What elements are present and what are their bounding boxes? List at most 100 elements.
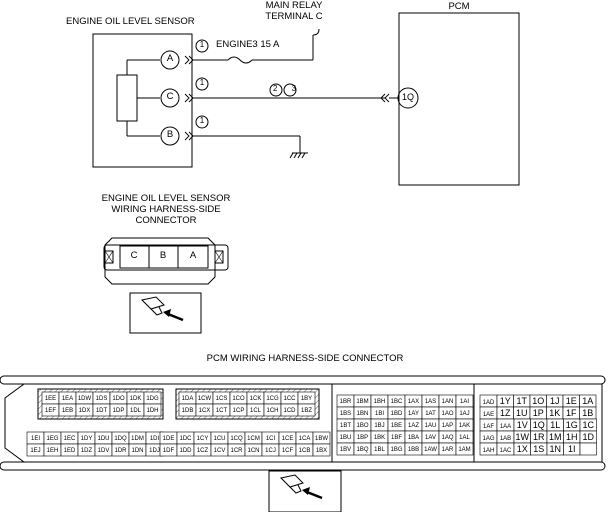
pcm-block1-top-pin: 1DT	[96, 408, 108, 414]
pcm-block1-bottom-pin: 1DQ	[114, 436, 127, 442]
pcm-terminal-label: 1Q	[401, 92, 415, 102]
pcm-block2-bottom-pin: 1CJ	[265, 448, 276, 454]
pcm-block4-pin: 1B	[582, 408, 593, 418]
pcm-block2-bottom-pin: 1BX	[316, 448, 327, 454]
pcm-block4-pin: 1AF	[483, 424, 494, 430]
pcm-block4-pin: 1O	[532, 396, 544, 406]
pcm-block2-bottom-pin: 1CZ	[197, 448, 209, 454]
sensor-connector-pin-b: B	[159, 250, 167, 261]
pcm-block3-pin: 1AP	[442, 423, 453, 429]
relay-label-line1: MAIN RELAY	[265, 0, 323, 11]
pcm-block1-top-pin: 1DL	[130, 408, 142, 414]
pcm-block4-pin: 1X	[517, 444, 528, 454]
pcm-block1-bottom-pin: 1DM	[131, 436, 144, 442]
pcm-block1-bottom-pin: 1DJ	[149, 448, 160, 454]
pcm-block2-top-pin: 1CP	[233, 408, 245, 414]
pcm-block1-bottom-pin: 1EI	[31, 436, 40, 442]
pcm-block3-pin: 1AU	[425, 423, 437, 429]
pcm-block3-pin: 1AK	[459, 423, 470, 429]
circle-num-1a: 1	[199, 40, 205, 49]
pcm-block2-top-pin: 1CK	[250, 396, 262, 402]
pcm-block4-pin: 1D	[582, 432, 594, 442]
pcm-block2-bottom-pin: 1CM	[247, 436, 260, 442]
terminal-b	[160, 126, 180, 146]
pcm-block2-bottom-pin: 1DC	[179, 436, 192, 442]
pcm-block4-pin: 1AE	[483, 412, 494, 418]
pcm-block3-pin: 1BH	[374, 399, 386, 405]
pcm-block2-top-pin: 1DB	[182, 408, 194, 414]
pcm-block4-pin: 1A	[582, 396, 593, 406]
pcm-block3-pin: 1BL	[374, 447, 385, 453]
pcm-body	[398, 12, 520, 186]
pcm-block4-pin: 1K	[549, 408, 560, 418]
connector-view-icon	[129, 292, 202, 334]
pcm-block2-top-pin: 1CT	[216, 408, 228, 414]
pcm-block3-pin: 1BA	[408, 435, 419, 441]
pcm-connector-chevron	[380, 93, 390, 103]
pcm-block1-top-pin: 1DH	[146, 408, 158, 414]
pcm-block2-top-pin: 1CH	[266, 408, 278, 414]
sensor-element	[116, 74, 138, 122]
circle-num-1c: 1	[199, 78, 205, 87]
pcm-block1-bottom-pin: 1DU	[97, 436, 109, 442]
pcm-block3-pin: 1AR	[442, 447, 454, 453]
pcm-block1-top-pin: 1DX	[79, 408, 91, 414]
pcm-block4-pin: 1Q	[533, 420, 545, 430]
pcm-block3-pin: 1AT	[425, 411, 436, 417]
pcm-block3-pin: 1AN	[442, 399, 454, 405]
pcm-block3-pin: 1AS	[425, 399, 436, 405]
pcm-block2-top-pin: 1BY	[301, 396, 312, 402]
pcm-block1-bottom-pin: 1EH	[47, 448, 59, 454]
pcm-block2-top-pin: 1CL	[250, 408, 262, 414]
pcm-block2-bottom-pin: 1CA	[299, 436, 311, 442]
pcm-block3-pin: 1BQ	[356, 447, 368, 453]
pcm-block4-pin: 1AB	[500, 436, 511, 442]
pcm-block1-top-pin: 1DO	[112, 396, 125, 402]
sensor-connector-title-1: ENGINE OIL LEVEL SENSOR	[101, 193, 231, 204]
pcm-block4-pin: 1T	[516, 396, 527, 406]
pcm-block3-pin: 1BK	[374, 435, 385, 441]
sensor-connector-pin-a: A	[189, 250, 197, 261]
pcm-connector-housing	[0, 375, 606, 471]
pcm-block2-bottom-pin: 1CV	[214, 448, 226, 454]
pcm-block3-pin: 1BE	[391, 423, 402, 429]
pcm-block3-pin: 1BU	[340, 435, 352, 441]
pcm-block1-top-pin: 1DS	[96, 396, 108, 402]
pcm-block4-pin: 1G	[566, 420, 578, 430]
pcm-block2-bottom-pin: 1CQ	[230, 436, 243, 442]
pcm-block2-bottom-pin: 1CN	[247, 448, 259, 454]
pcm-block4-pin: 1AG	[482, 436, 494, 442]
pcm-block2-top-pin: 1CW	[198, 396, 212, 402]
pcm-block4-pin: 1V	[517, 420, 528, 430]
pcm-block2-bottom-pin: 1CY	[197, 436, 209, 442]
pcm-block2-top-pin: 1CX	[199, 408, 211, 414]
pcm-block1-bottom-pin: 1EC	[64, 436, 76, 442]
pcm-block1-top-pin: 1DK	[130, 396, 142, 402]
pcm-block4-pin: 1AD	[483, 400, 495, 406]
pcm-connector-title: PCM WIRING HARNESS-SIDE CONNECTOR	[206, 353, 404, 364]
pcm-block4-pin: 1AC	[500, 448, 512, 454]
pcm-block1-top-cell	[143, 403, 162, 417]
terminal-c-label: C	[166, 91, 174, 102]
pcm-block3-pin: 1AZ	[408, 423, 419, 429]
sensor-connector	[103, 237, 229, 285]
pcm-block2-bottom-pin: 1CR	[230, 448, 243, 454]
pcm-block2-bottom-pin: 1CF	[282, 448, 294, 454]
pcm-block4-pin: 1F	[566, 408, 577, 418]
pcm-block2-bottom-pin: 1CI	[266, 436, 276, 442]
pcm-block2-bottom-pin: 1DD	[179, 448, 192, 454]
pcm-block1-top-pin: 1DG	[146, 396, 159, 402]
pcm-block2-bottom-pin: 1DF	[163, 448, 175, 454]
pcm-block3-pin: 1BB	[408, 447, 419, 453]
pcm-block3-pin: 1BF	[391, 435, 402, 441]
pcm-block4-pin: 1S	[533, 444, 544, 454]
terminal-a	[160, 50, 180, 70]
pcm-block1-top-pin: 1EB	[62, 408, 73, 414]
pcm-block3-pin: 1BT	[340, 423, 351, 429]
pcm-block1-top-pin: 1EF	[45, 408, 56, 414]
pcm-block4-pin: 1N	[549, 444, 561, 454]
pcm-block3-cell	[455, 442, 474, 456]
pcm-block3-pin: 1AW	[424, 447, 437, 453]
pcm-block3-pin: 1BS	[340, 411, 351, 417]
